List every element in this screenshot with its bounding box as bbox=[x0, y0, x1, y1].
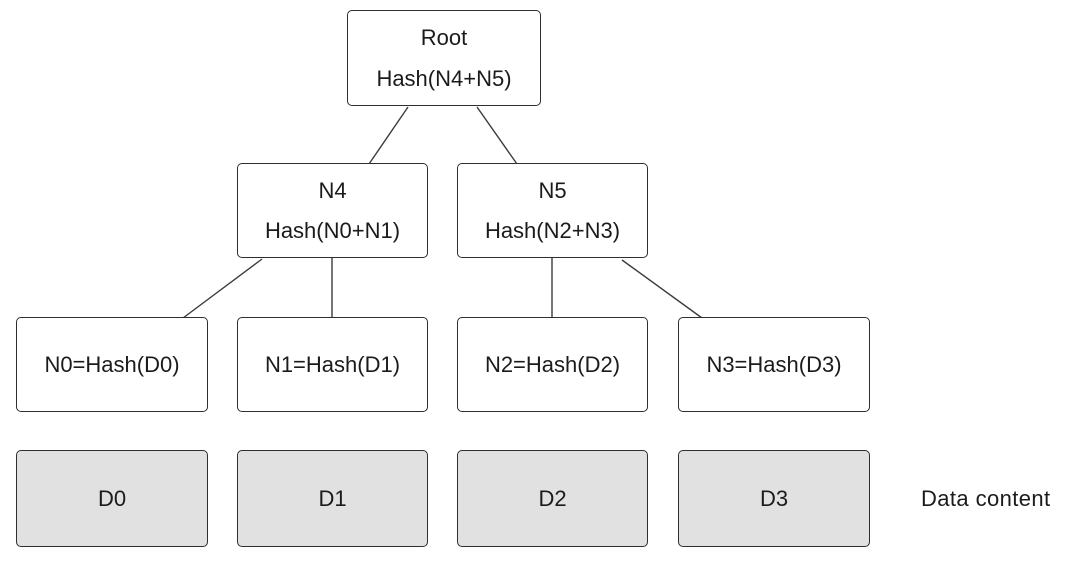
node-n4-formula: Hash(N0+N1) bbox=[264, 218, 401, 243]
data-content-label: Data content bbox=[921, 485, 1051, 511]
data-block-d3-label: D3 bbox=[759, 485, 789, 511]
data-block-d2-label: D2 bbox=[538, 485, 567, 511]
leaf-node-n2: N2=Hash(D2) bbox=[457, 317, 648, 412]
data-block-d0-label: D0 bbox=[97, 485, 127, 511]
connector-root-n4 bbox=[368, 106, 409, 165]
data-block-d1-label: D1 bbox=[318, 485, 347, 511]
data-block-d3: D3 bbox=[678, 450, 870, 547]
node-root: Root Hash(N4+N5) bbox=[347, 10, 541, 106]
leaf-node-n3-label: N3=Hash(D3) bbox=[706, 351, 842, 377]
node-root-formula: Hash(N4+N5) bbox=[376, 66, 512, 91]
leaf-node-n1: N1=Hash(D1) bbox=[237, 317, 428, 412]
node-n5-name: N5 bbox=[538, 178, 567, 203]
connector-n5-n3 bbox=[621, 259, 703, 319]
node-n5: N5 Hash(N2+N3) bbox=[457, 163, 648, 258]
node-n4: N4 Hash(N0+N1) bbox=[237, 163, 428, 258]
leaf-node-n2-label: N2=Hash(D2) bbox=[484, 351, 621, 377]
leaf-node-n3: N3=Hash(D3) bbox=[678, 317, 870, 412]
data-block-d2: D2 bbox=[457, 450, 648, 547]
node-n5-formula: Hash(N2+N3) bbox=[484, 218, 621, 243]
connector-n4-n0 bbox=[182, 258, 263, 319]
connector-root-n5 bbox=[476, 106, 518, 165]
data-block-d1: D1 bbox=[237, 450, 428, 547]
node-n4-name: N4 bbox=[318, 178, 347, 203]
node-root-name: Root bbox=[420, 25, 468, 50]
leaf-node-n0: N0=Hash(D0) bbox=[16, 317, 208, 412]
leaf-node-n0-label: N0=Hash(D0) bbox=[44, 351, 180, 377]
leaf-node-n1-label: N1=Hash(D1) bbox=[264, 351, 401, 377]
data-block-d0: D0 bbox=[16, 450, 208, 547]
